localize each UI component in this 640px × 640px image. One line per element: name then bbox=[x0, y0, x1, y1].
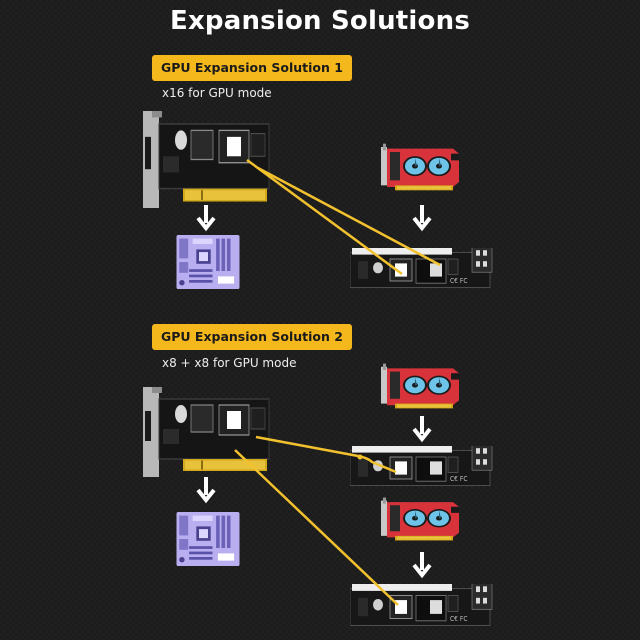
page-title: Expansion Solutions bbox=[169, 6, 470, 36]
solution-1-badge: GPU Expansion Solution 1 bbox=[152, 55, 352, 81]
solution-1-mode: x16 for GPU mode bbox=[162, 86, 272, 100]
solution-2-badge: GPU Expansion Solution 2 bbox=[152, 324, 352, 350]
solution-2-mode: x8 + x8 for GPU mode bbox=[162, 356, 297, 370]
